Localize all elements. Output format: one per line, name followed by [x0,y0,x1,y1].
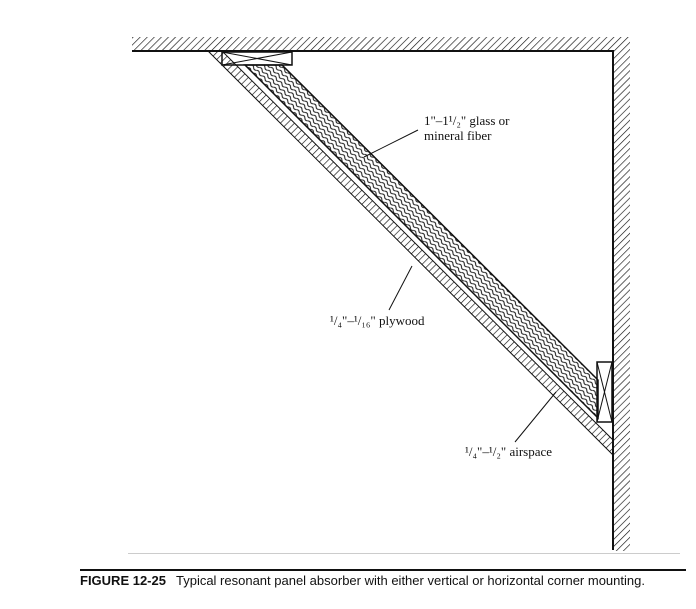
fiber-leader [363,129,419,158]
wall-hatch [614,51,630,551]
fiber-label: 1"–1¹/₂" glass or mineral fiber [424,113,509,143]
plywood-panel [206,50,614,457]
figure-caption: FIGURE 12-25 Typical resonant panel absor… [80,573,645,588]
caption-rule [80,569,686,571]
figure-number: FIGURE 12-25 [80,573,166,588]
fiber-label-line2: mineral fiber [424,128,492,143]
plywood-leader [388,265,413,311]
ceiling-hatch [132,37,630,51]
airspace-label: ¹/₄"–¹/₂" airspace [465,444,553,459]
airspace-leader [514,391,557,443]
plywood-label: ¹/₄"–¹/₁₆" plywood [330,313,425,328]
fiber-label-line1: 1"–1¹/₂" glass or [424,113,510,128]
figure-bottom-rule [128,553,680,554]
side-mounting-block [596,361,613,423]
mineral-fiber-layer [243,64,599,420]
caption-text: Typical resonant panel absorber with eit… [175,573,645,588]
